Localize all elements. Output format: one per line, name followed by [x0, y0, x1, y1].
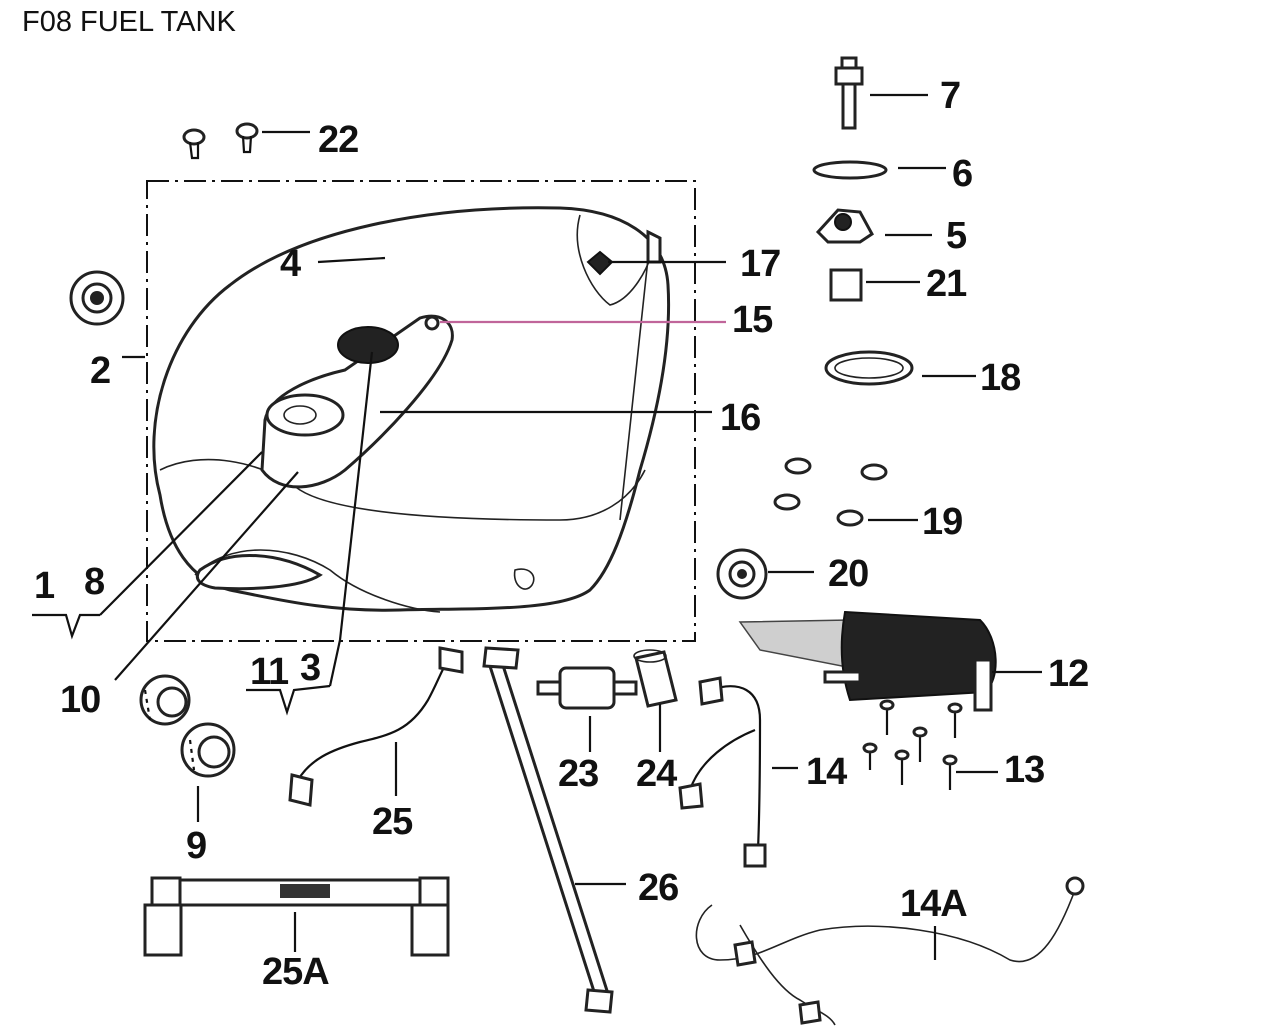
callout-14: 14 [806, 751, 847, 793]
tank-cap-recess [260, 314, 454, 489]
callout-8: 8 [84, 561, 104, 603]
callout-12: 12 [1048, 653, 1088, 695]
fuel-tank[interactable] [152, 206, 671, 613]
diagram-title: F08 FUEL TANK [22, 6, 236, 38]
callout-4: 4 [280, 243, 301, 285]
callout-20: 20 [828, 553, 868, 595]
tank-neck [513, 229, 662, 590]
fuel-cap-part-9[interactable] [139, 674, 236, 778]
callout-3: 3 [300, 647, 320, 689]
clamp-part-24[interactable] [633, 649, 678, 708]
hose-part-14a[interactable] [695, 876, 1085, 1026]
callout-19: 19 [922, 501, 962, 543]
callout-23: 23 [558, 753, 598, 795]
hose-part-25a[interactable] [143, 876, 450, 957]
callout-14a: 14A [900, 883, 967, 925]
hose-part-25[interactable] [288, 646, 464, 807]
callout-13: 13 [1004, 749, 1044, 791]
nut-part-19[interactable] [773, 457, 888, 527]
fuel-pump-part-12[interactable] [738, 610, 997, 712]
grommet-part-20[interactable] [716, 548, 768, 600]
bolt-part-7[interactable] [834, 56, 864, 130]
callout-16: 16 [720, 397, 760, 439]
screw-part-13[interactable] [862, 699, 963, 790]
callout-6: 6 [952, 153, 972, 195]
callout-25a: 25A [262, 951, 329, 993]
callout-15: 15 [732, 299, 773, 341]
callout-11: 11 [250, 651, 289, 693]
callout-17: 17 [740, 243, 780, 285]
screw-part-22[interactable] [182, 122, 259, 160]
callout-18: 18 [980, 357, 1020, 399]
hose-part-14[interactable] [678, 676, 767, 868]
leader-lines [32, 93, 1042, 960]
callout-22: 22 [318, 119, 358, 161]
callout-7: 7 [940, 75, 960, 117]
grommet-part-2[interactable] [69, 270, 125, 326]
gasket-ring-part-18[interactable] [824, 350, 914, 386]
callout-2: 2 [90, 350, 110, 392]
bracket-part-5[interactable] [815, 208, 874, 244]
callout-9: 9 [186, 825, 206, 867]
pipe-part-26[interactable] [482, 646, 614, 1014]
callout-25: 25 [372, 801, 413, 843]
spacer-part-21[interactable] [829, 268, 863, 302]
washer-part-6[interactable] [812, 160, 888, 180]
callout-1: 1 [34, 565, 55, 607]
callout-5: 5 [946, 215, 967, 257]
callout-10: 10 [60, 679, 100, 721]
callout-labels: 7 6 5 21 17 15 18 16 19 20 12 13 14 14A … [34, 75, 1089, 993]
callout-21: 21 [926, 263, 967, 305]
callout-26: 26 [638, 867, 678, 909]
fuel-filter-part-23[interactable] [536, 666, 638, 710]
callout-24: 24 [636, 753, 677, 795]
